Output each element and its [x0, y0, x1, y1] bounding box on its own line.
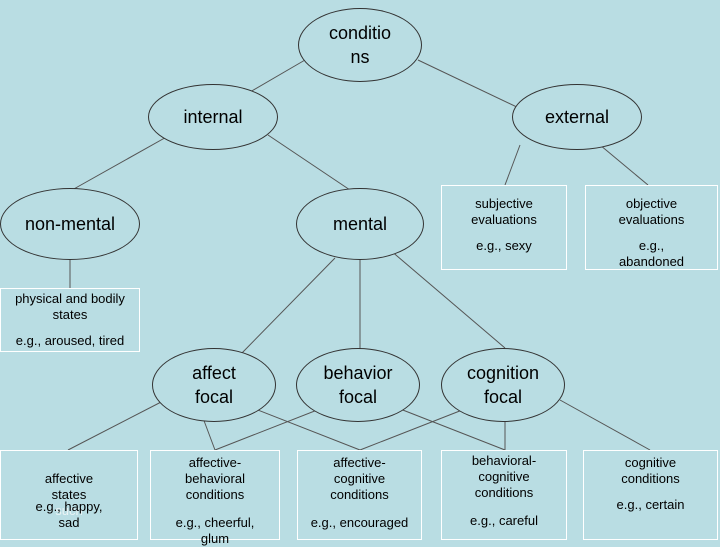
link-external-objective — [599, 144, 649, 186]
behavioral-cognitive-title: behavioral- cognitive conditions — [471, 453, 537, 500]
link-cognition-affcog — [359, 404, 476, 451]
affective-states-title: affective states such — [1, 455, 137, 519]
node-external: external — [512, 84, 642, 150]
cognitive-conditions-title: cognitive conditions — [621, 455, 680, 486]
node-mental: mental — [296, 188, 424, 260]
link-external-subjective — [504, 144, 521, 186]
node-cognition-focal: cognition focal — [441, 348, 565, 422]
link-conditions-internal — [249, 59, 306, 93]
link-internal-mental — [267, 134, 351, 191]
box-affective-cognitive: affective- cognitive conditions e.g., en… — [297, 450, 422, 540]
node-internal: internal — [148, 84, 278, 150]
subjective-example: e.g., sexy — [476, 238, 532, 253]
box-affective-behavioral: affective- behavioral conditions e.g., c… — [150, 450, 280, 546]
link-mental-cognition — [389, 249, 506, 349]
box-cognitive-conditions: cognitive conditions e.g., certain — [583, 450, 718, 540]
node-behavior-focal: behavior focal — [296, 348, 420, 422]
link-affect-affective — [67, 399, 166, 451]
behavioral-cognitive-example: e.g., careful — [470, 513, 538, 528]
affective-behavioral-example: e.g., cheerful, glum — [175, 515, 255, 546]
subjective-title: subjective evaluations — [471, 196, 537, 227]
affective-states-title-main: affective states — [44, 471, 94, 502]
link-internal-nonmental — [71, 134, 171, 191]
physical-example: e.g., aroused, tired — [15, 333, 125, 348]
physical-title: physical and bodily states — [15, 291, 125, 322]
node-conditions: conditio ns — [298, 8, 422, 82]
node-non-mental: non-mental — [0, 188, 140, 260]
affective-cognitive-example: e.g., encouraged — [310, 515, 409, 530]
link-behavior-behavcog — [389, 404, 506, 451]
link-mental-affect — [239, 257, 336, 356]
link-behavior-affbehav — [214, 404, 331, 451]
objective-example: e.g., abandoned — [618, 238, 685, 269]
box-subjective-evaluations: subjective evaluations e.g., sexy — [441, 185, 567, 270]
affective-behavioral-title: affective- behavioral conditions — [185, 455, 245, 502]
box-behavioral-cognitive: behavioral- cognitive conditions e.g., c… — [441, 450, 567, 540]
box-objective-evaluations: objective evaluations e.g., abandoned — [585, 185, 718, 270]
node-affect-focal: affect focal — [152, 348, 276, 422]
objective-title: objective evaluations — [618, 196, 685, 227]
box-physical-states: physical and bodily states e.g., aroused… — [0, 288, 140, 352]
affective-states-title-extra: such — [55, 503, 83, 518]
link-affect-affcog — [244, 404, 361, 451]
affective-states-example: e.g., happy, sad — [35, 499, 103, 530]
affective-cognitive-title: affective- cognitive conditions — [330, 455, 389, 502]
cognitive-conditions-example: e.g., certain — [616, 497, 685, 512]
box-affective-states: affective states such e.g., happy, sad — [0, 450, 138, 540]
link-cognition-cognitive — [559, 399, 651, 451]
